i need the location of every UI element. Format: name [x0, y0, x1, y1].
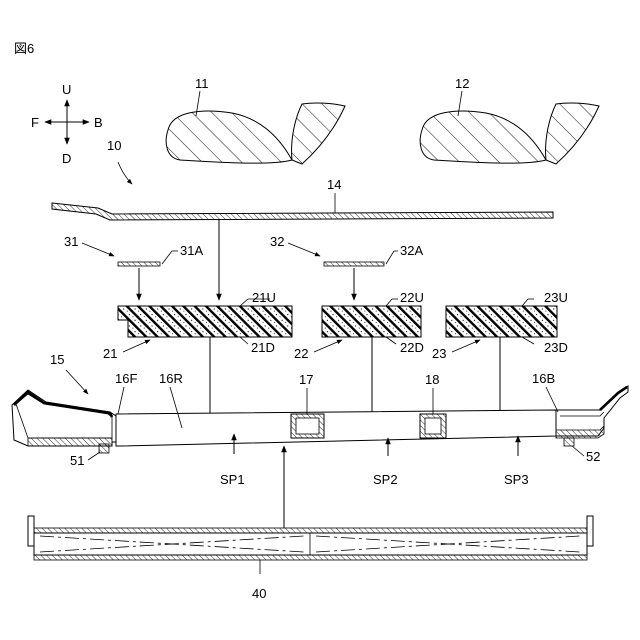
floor-15	[12, 386, 628, 453]
battery-40: 40	[28, 446, 593, 601]
occupant-11: 11	[166, 76, 345, 164]
label-11: 11	[195, 76, 209, 91]
direction-up-label: U	[62, 82, 71, 97]
label-23U: 23U	[544, 290, 568, 305]
label-31A: 31A	[180, 243, 203, 258]
label-23: 23	[432, 346, 446, 361]
label-21: 21	[103, 346, 117, 361]
label-23D: 23D	[544, 340, 568, 355]
label-21U: 21U	[252, 290, 276, 305]
label-31: 31	[64, 234, 78, 249]
label-16R: 16R	[159, 371, 183, 386]
label-52: 52	[586, 449, 600, 464]
label-21D: 21D	[251, 340, 275, 355]
direction-back-label: B	[94, 115, 103, 130]
label-40: 40	[252, 586, 266, 601]
label-18: 18	[425, 372, 439, 387]
label-22: 22	[294, 346, 308, 361]
label-32: 32	[270, 234, 284, 249]
label-14: 14	[327, 177, 341, 192]
pad-21: 21U 21D 21	[103, 290, 292, 426]
label-16B: 16B	[532, 371, 555, 386]
pad-23: 23U 23D 23	[432, 290, 568, 428]
label-16F: 16F	[115, 371, 137, 386]
label-22D: 22D	[400, 340, 424, 355]
direction-front-label: F	[31, 115, 39, 130]
sheet-31: 31 31A	[64, 234, 203, 300]
label-17: 17	[299, 372, 313, 387]
direction-down-label: D	[62, 151, 71, 166]
label-10: 10	[107, 138, 121, 153]
label-22U: 22U	[400, 290, 424, 305]
label-32A: 32A	[400, 243, 423, 258]
assembly-10-pointer: 10	[107, 138, 132, 184]
label-SP2: SP2	[373, 472, 398, 487]
label-15: 15	[50, 352, 64, 367]
label-SP3: SP3	[504, 472, 529, 487]
label-SP1: SP1	[220, 472, 245, 487]
pad-22: 22U 22D 22	[294, 290, 424, 430]
direction-indicator: U D F B	[31, 82, 103, 166]
label-51: 51	[70, 453, 84, 468]
figure-label: 図6	[14, 41, 34, 56]
label-12: 12	[455, 76, 469, 91]
cover-14: 14	[52, 177, 553, 220]
occupant-12: 12	[420, 76, 599, 164]
